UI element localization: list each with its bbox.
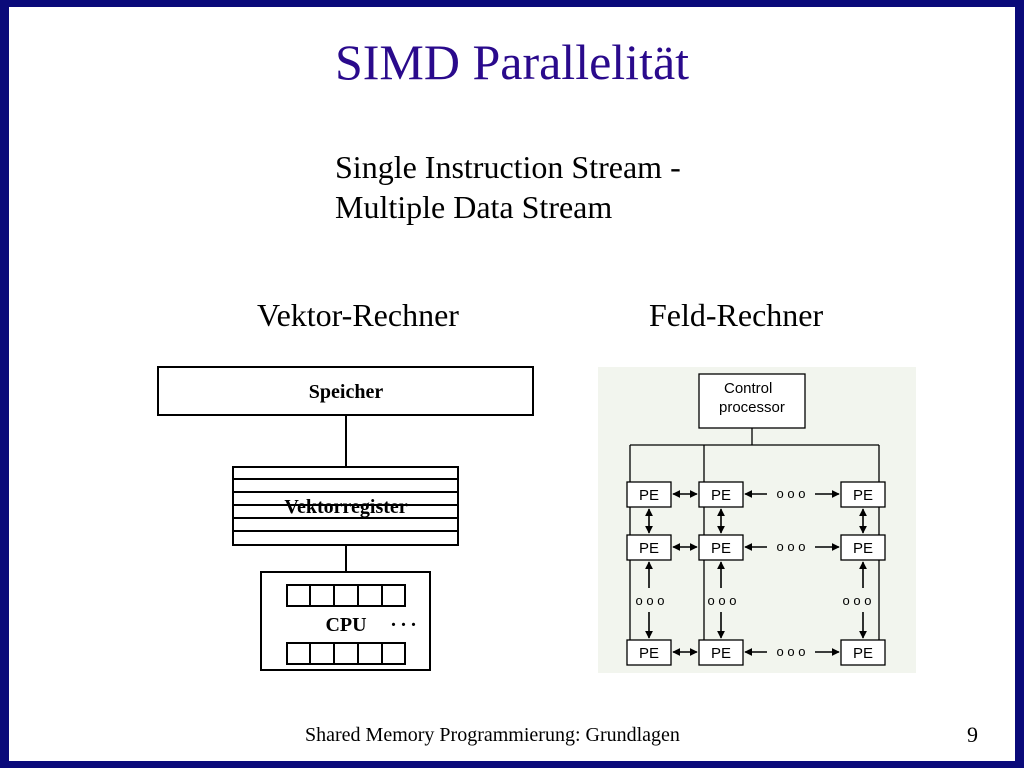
horizontal-links bbox=[672, 490, 840, 656]
column-dots: o o o bbox=[636, 593, 665, 608]
pe-box bbox=[626, 481, 672, 508]
pe-box bbox=[698, 481, 744, 508]
slide-footer: Shared Memory Programmierung: Grundlagen bbox=[305, 724, 680, 746]
pe-label: PE bbox=[711, 487, 731, 504]
pe-label: PE bbox=[711, 645, 731, 662]
pe-label: PE bbox=[853, 645, 873, 662]
array-computer-diagram bbox=[626, 373, 886, 666]
cpu-lower-register bbox=[286, 642, 406, 665]
cpu-ellipsis: . . . bbox=[391, 609, 416, 631]
pe-box bbox=[840, 639, 886, 666]
array-computer-heading: Feld-Rechner bbox=[649, 297, 824, 333]
page-number: 9 bbox=[967, 722, 978, 747]
column-dots: o o o bbox=[843, 593, 872, 608]
memory-label: Speicher bbox=[309, 381, 384, 403]
pe-box bbox=[626, 639, 672, 666]
column-dots: o o o bbox=[708, 593, 737, 608]
pe-label: PE bbox=[639, 540, 659, 557]
vertical-links bbox=[645, 508, 867, 639]
pe-box bbox=[626, 534, 672, 561]
slide-title: SIMD Parallelität bbox=[334, 34, 690, 90]
subtitle-line-2: Multiple Data Stream bbox=[335, 189, 613, 225]
control-processor-line-1: Control bbox=[724, 380, 772, 397]
memory-box bbox=[157, 366, 534, 416]
vector-computer-heading: Vektor-Rechner bbox=[257, 297, 459, 333]
pe-label: PE bbox=[639, 645, 659, 662]
cpu-box bbox=[260, 571, 431, 671]
cpu-upper-register bbox=[286, 584, 406, 607]
vector-register-stack bbox=[232, 466, 459, 546]
pe-label: PE bbox=[853, 540, 873, 557]
row-dots: o o o bbox=[777, 539, 806, 554]
pe-box bbox=[698, 639, 744, 666]
pe-box bbox=[698, 534, 744, 561]
control-processor-box bbox=[698, 373, 806, 429]
pe-box bbox=[840, 481, 886, 508]
row-dots: o o o bbox=[777, 644, 806, 659]
pe-label: PE bbox=[639, 487, 659, 504]
slide-subtitle: Single Instruction Stream - Multiple Dat… bbox=[335, 147, 681, 227]
pe-box bbox=[840, 534, 886, 561]
vector-computer-diagram bbox=[157, 366, 534, 671]
vector-register-label: Vektorregister bbox=[284, 496, 407, 518]
control-processor-line-2: processor bbox=[719, 399, 785, 416]
subtitle-line-1: Single Instruction Stream - bbox=[335, 149, 681, 185]
row-dots: o o o bbox=[777, 486, 806, 501]
pe-grid bbox=[626, 481, 886, 666]
pe-label: PE bbox=[853, 487, 873, 504]
pe-label: PE bbox=[711, 540, 731, 557]
array-computer-labels: Control processor PE PE PE PE PE PE PE P… bbox=[636, 380, 873, 662]
cpu-label: CPU bbox=[325, 614, 366, 636]
